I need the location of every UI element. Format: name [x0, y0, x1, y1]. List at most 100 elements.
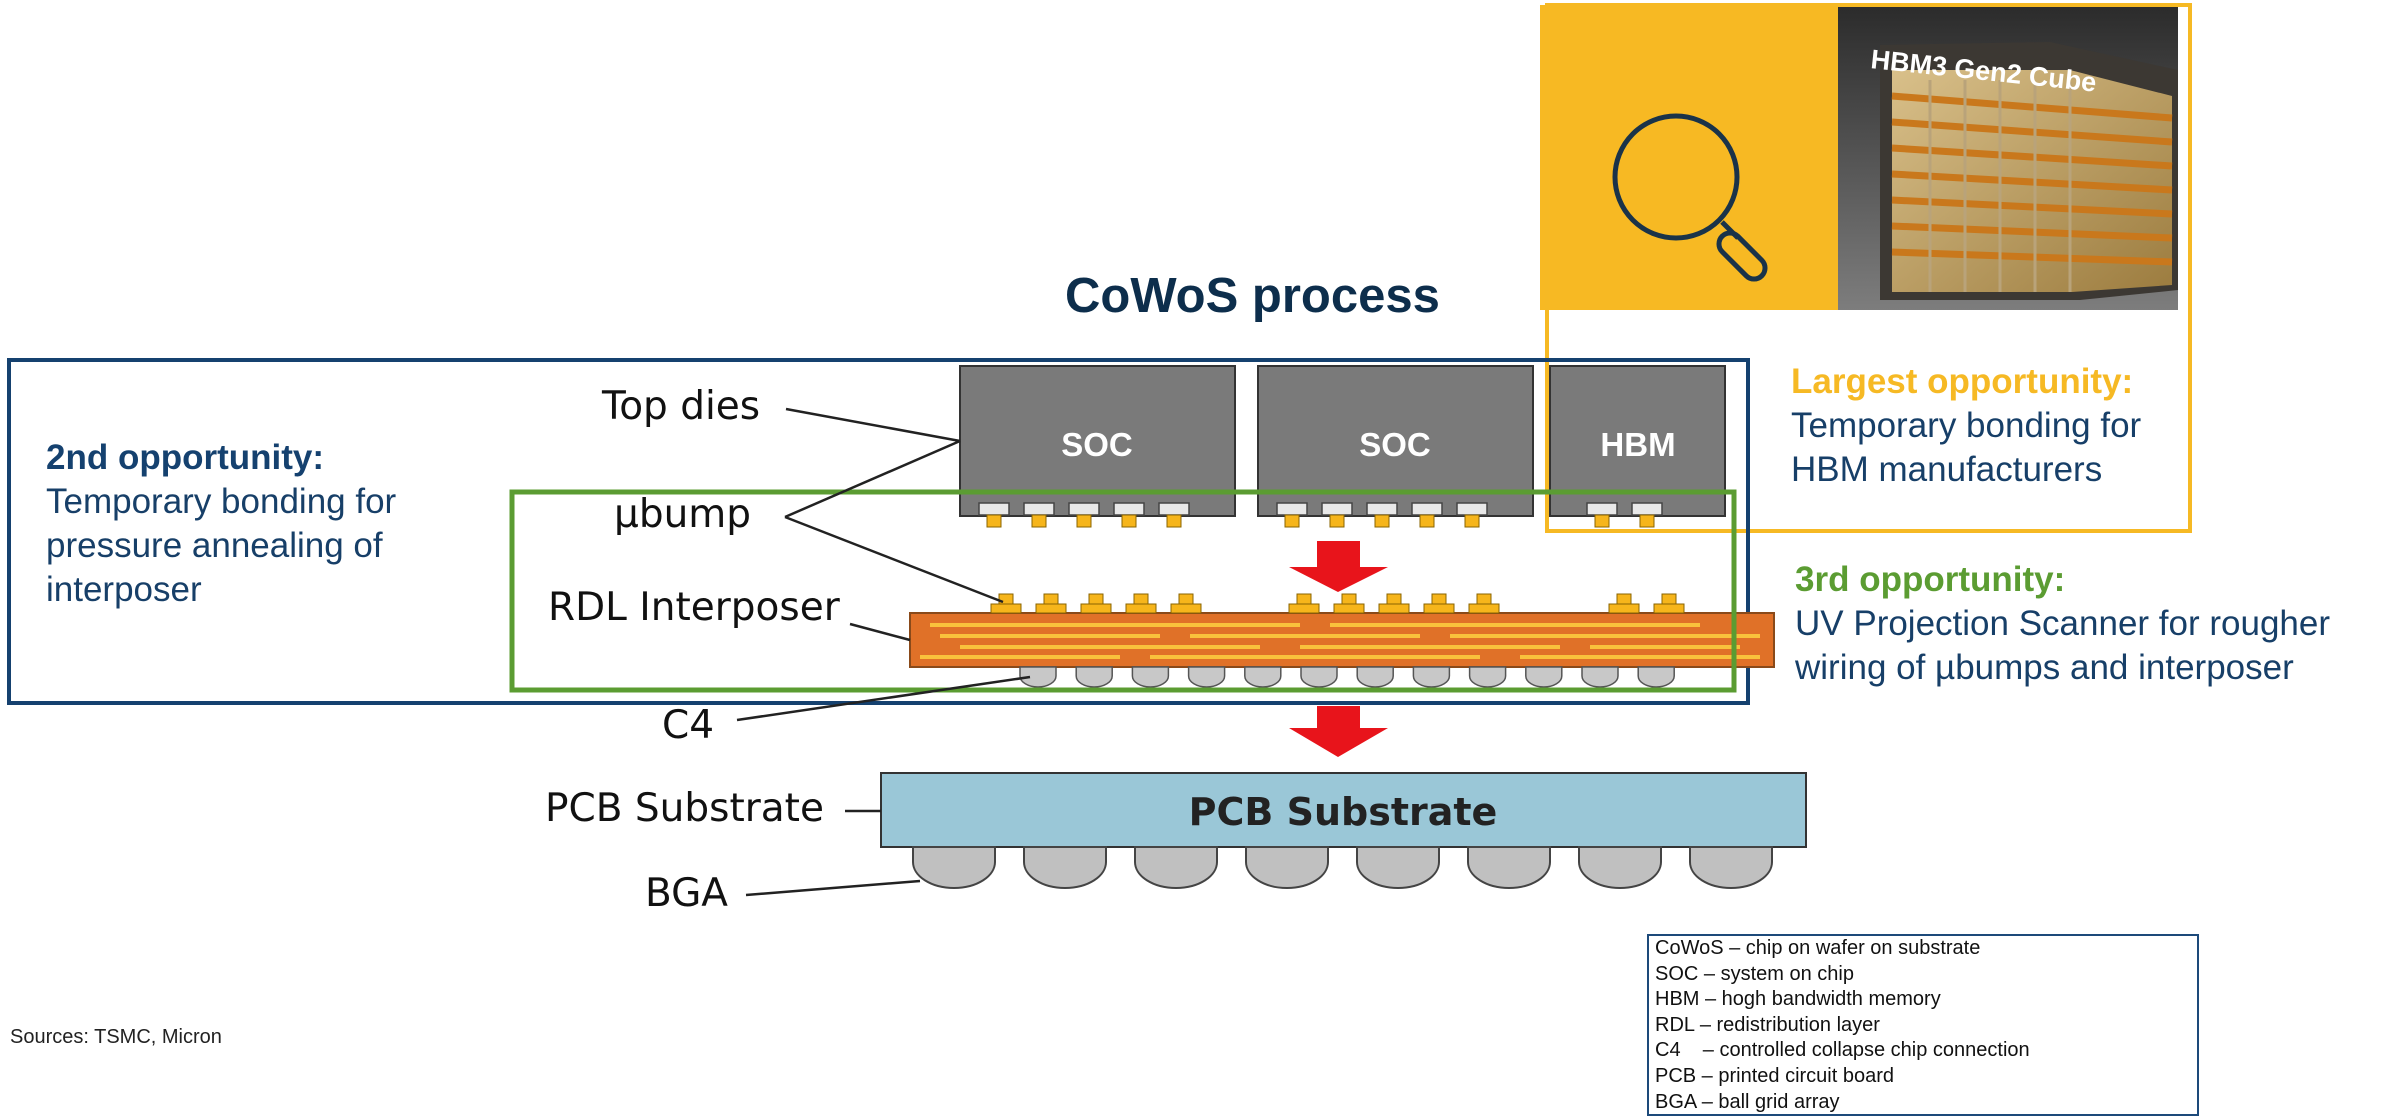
pcb-substrate	[880, 772, 1807, 848]
c4-bump	[1300, 666, 1338, 688]
interposer-pad	[1608, 603, 1640, 614]
second-opportunity-frame	[7, 358, 1750, 705]
largest-opportunity-line: HBM manufacturers	[1791, 450, 2103, 489]
bga-ball	[1467, 846, 1551, 889]
glossary-entry: RDL – redistribution layer	[1655, 1013, 1880, 1036]
die-pad	[1366, 502, 1398, 516]
die-pad	[1158, 502, 1190, 516]
die-pad	[1631, 502, 1663, 516]
interposer-pad	[1468, 603, 1500, 614]
bga-ball	[1134, 846, 1218, 889]
c4-bumps	[1019, 666, 1675, 688]
largest-opportunity-frame	[1545, 3, 2192, 533]
pcb-substrate-label: PCB Substrate	[1189, 790, 1498, 834]
c4-bump	[1525, 666, 1563, 688]
microbump	[1166, 514, 1182, 528]
glossary-box: CoWoS – chip on wafer on substrate SOC –…	[1647, 934, 2199, 1116]
microbump	[986, 514, 1002, 528]
bga-ball	[1689, 846, 1773, 889]
c4-bump	[1356, 666, 1394, 688]
second-opportunity-text: 2nd opportunity: Temporary bonding for p…	[46, 436, 396, 612]
second-opportunity-line: pressure annealing of	[46, 526, 383, 565]
interposer-pad	[1125, 603, 1157, 614]
interposer-wiring	[920, 623, 1760, 659]
bga-balls	[912, 846, 1773, 889]
die-pad	[1068, 502, 1100, 516]
second-opportunity-line: Temporary bonding for	[46, 482, 397, 521]
die-pad	[1023, 502, 1055, 516]
microbump	[1031, 514, 1047, 528]
interposer-pad	[1170, 603, 1202, 614]
down-arrow-1	[1289, 541, 1388, 592]
interposer-pad	[1035, 603, 1067, 614]
diagram-title: CoWoS process	[1065, 269, 1440, 323]
glossary-entry: CoWoS – chip on wafer on substrate	[1655, 937, 1981, 959]
hbm-photo-panel: HBM3 Gen2 Cube	[1540, 5, 2178, 310]
microbump	[1639, 514, 1655, 528]
sources-note: Sources: TSMC, Micron	[10, 1026, 222, 1048]
microbump	[1464, 514, 1480, 528]
third-opportunity-line: wiring of µbumps and interposer	[1795, 648, 2294, 687]
glossary-entry: SOC – system on chip	[1655, 962, 1854, 985]
interposer-microbumps	[990, 593, 1685, 614]
bga-ball	[912, 846, 996, 889]
microbump	[1284, 514, 1300, 528]
glossary-entry: C4 – controlled collapse chip connection	[1655, 1039, 2030, 1062]
interposer-pad	[1333, 603, 1365, 614]
hbm-cube-illustration	[1880, 42, 2178, 300]
bga-ball	[1356, 846, 1440, 889]
bga-ball	[1245, 846, 1329, 889]
label-rdl-interposer: RDL Interposer	[548, 585, 840, 630]
third-opportunity-frame	[509, 489, 1737, 693]
third-opportunity-heading: 3rd opportunity:	[1795, 560, 2066, 599]
second-opportunity-heading: 2nd opportunity:	[46, 438, 325, 477]
c4-bump	[1581, 666, 1619, 688]
interposer-pad	[1653, 603, 1685, 614]
label-top-dies: Top dies	[602, 384, 761, 429]
largest-opportunity-text: Largest opportunity: Temporary bonding f…	[1791, 360, 2141, 492]
die-label-soc-1: SOC	[1061, 426, 1133, 463]
label-ubump: µbump	[614, 492, 752, 537]
c4-bump	[1637, 666, 1675, 688]
largest-opportunity-line: Temporary bonding for	[1791, 406, 2142, 445]
microbump	[1419, 514, 1435, 528]
third-opportunity-text: 3rd opportunity: UV Projection Scanner f…	[1795, 558, 2330, 690]
die-label-soc-2: SOC	[1359, 426, 1431, 463]
die-microbumps	[978, 502, 1663, 528]
microbump	[1076, 514, 1092, 528]
die-pad	[1321, 502, 1353, 516]
die-pad	[1586, 502, 1618, 516]
die-pad	[1456, 502, 1488, 516]
c4-bump	[1412, 666, 1451, 688]
glossary-entry: PCB – printed circuit board	[1655, 1064, 1895, 1087]
c4-bump	[1075, 666, 1113, 688]
c4-bump	[1468, 666, 1507, 688]
interposer-pad	[1080, 603, 1112, 614]
leader-lines	[736, 407, 1031, 897]
microbump	[1594, 514, 1610, 528]
glossary-entry: HBM – hogh bandwidth memory	[1655, 988, 1941, 1011]
c4-bump	[1187, 666, 1226, 688]
c4-bump	[1131, 666, 1170, 688]
microbump	[1329, 514, 1345, 528]
die-pad	[1113, 502, 1145, 516]
interposer-pad	[1378, 603, 1410, 614]
die-pad	[1276, 502, 1308, 516]
interposer-pad	[1288, 603, 1320, 614]
interposer-pad	[990, 603, 1022, 614]
die-pad	[978, 502, 1010, 516]
label-c4: C4	[662, 703, 715, 748]
down-arrow-2	[1289, 706, 1388, 757]
bga-ball	[1578, 846, 1662, 889]
second-opportunity-line: interposer	[46, 570, 202, 609]
die-label-hbm: HBM	[1600, 426, 1675, 463]
c4-bump	[1244, 666, 1282, 688]
interposer-pad	[1423, 603, 1455, 614]
die-pad	[1411, 502, 1443, 516]
third-opportunity-line: UV Projection Scanner for rougher	[1795, 604, 2330, 643]
microbump	[1374, 514, 1390, 528]
largest-opportunity-heading: Largest opportunity:	[1791, 362, 2134, 401]
label-pcb-substrate: PCB Substrate	[545, 786, 824, 831]
label-bga: BGA	[645, 871, 728, 916]
